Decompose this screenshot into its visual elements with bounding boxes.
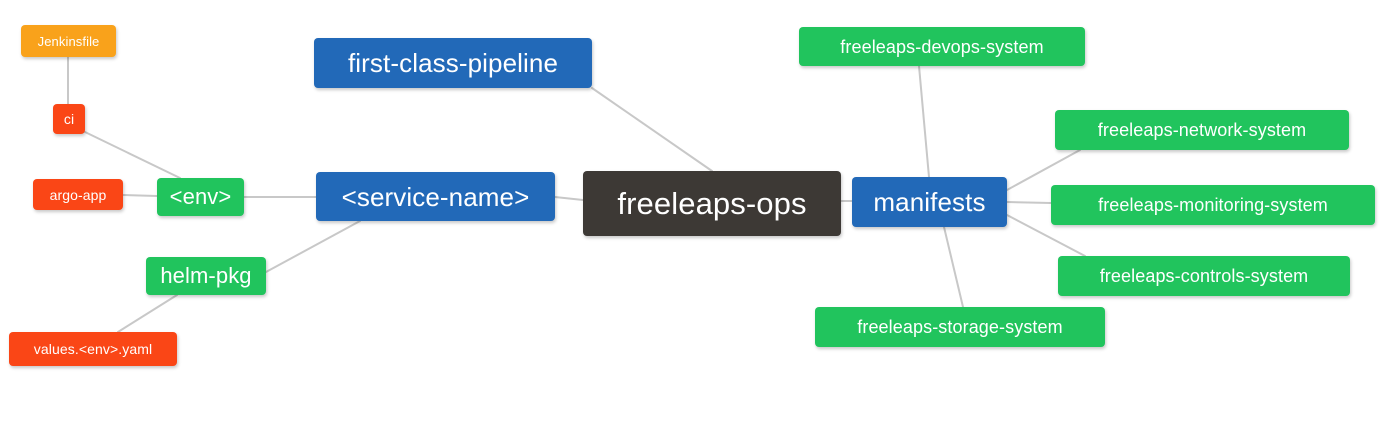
mindmap-node-first-class-pipeline[interactable]: first-class-pipeline (314, 38, 592, 88)
edge-values-env-yaml-to-helm-pkg (117, 294, 178, 333)
mindmap-node-label: values.<env>.yaml (33, 341, 153, 357)
mindmap-node-freeleaps-storage-system[interactable]: freeleaps-storage-system (815, 307, 1105, 347)
mindmap-node-label: freeleaps-storage-system (857, 317, 1063, 337)
mindmap-node-env[interactable]: <env> (157, 178, 244, 216)
mindmap-node-ci[interactable]: ci (53, 104, 85, 134)
mindmap-node-label: manifests (873, 187, 986, 217)
mindmap-node-helm-pkg[interactable]: helm-pkg (146, 257, 266, 295)
mindmap-node-label: ci (63, 111, 75, 127)
edge-manifests-to-freeleaps-monitoring-system (1006, 201, 1052, 204)
mindmap-node-label: freeleaps-network-system (1097, 120, 1307, 140)
edge-argo-app-to-env (122, 194, 158, 197)
edge-manifests-to-freeleaps-storage-system (943, 226, 964, 308)
mindmap-node-service-name[interactable]: <service-name> (316, 172, 555, 221)
mindmap-node-label: helm-pkg (160, 263, 252, 288)
edge-first-class-pipeline-to-freeleaps-ops (591, 87, 713, 172)
mindmap-node-manifests[interactable]: manifests (852, 177, 1007, 227)
edge-service-name-to-freeleaps-ops (554, 196, 584, 201)
mindmap-node-label: freeleaps-devops-system (840, 36, 1044, 57)
mindmap-node-label: Jenkinsfile (37, 33, 100, 49)
mindmap-node-label: argo-app (49, 186, 107, 203)
edge-helm-pkg-to-service-name (265, 220, 361, 273)
mindmap-node-freeleaps-ops[interactable]: freeleaps-ops (583, 171, 841, 236)
mindmap-node-jenkinsfile[interactable]: Jenkinsfile (21, 25, 116, 57)
mindmap-node-label: freeleaps-ops (617, 186, 807, 221)
mindmap-node-argo-app[interactable]: argo-app (33, 179, 123, 210)
mindmap-node-freeleaps-monitoring-system[interactable]: freeleaps-monitoring-system (1051, 185, 1375, 225)
edge-manifests-to-freeleaps-devops-system (918, 65, 930, 178)
edge-manifests-to-freeleaps-network-system (1006, 149, 1081, 191)
mindmap-node-label: freeleaps-controls-system (1099, 266, 1309, 286)
edge-ci-to-env (84, 131, 181, 179)
mindmap-node-label: first-class-pipeline (347, 48, 559, 78)
mindmap-node-freeleaps-devops-system[interactable]: freeleaps-devops-system (799, 27, 1085, 66)
mindmap-node-freeleaps-controls-system[interactable]: freeleaps-controls-system (1058, 256, 1350, 296)
mindmap-node-values-env-yaml[interactable]: values.<env>.yaml (9, 332, 177, 366)
mindmap-node-label: <service-name> (341, 181, 530, 212)
mindmap-node-label: <env> (169, 184, 232, 209)
mindmap-node-freeleaps-network-system[interactable]: freeleaps-network-system (1055, 110, 1349, 150)
mindmap-node-label: freeleaps-monitoring-system (1098, 195, 1328, 215)
